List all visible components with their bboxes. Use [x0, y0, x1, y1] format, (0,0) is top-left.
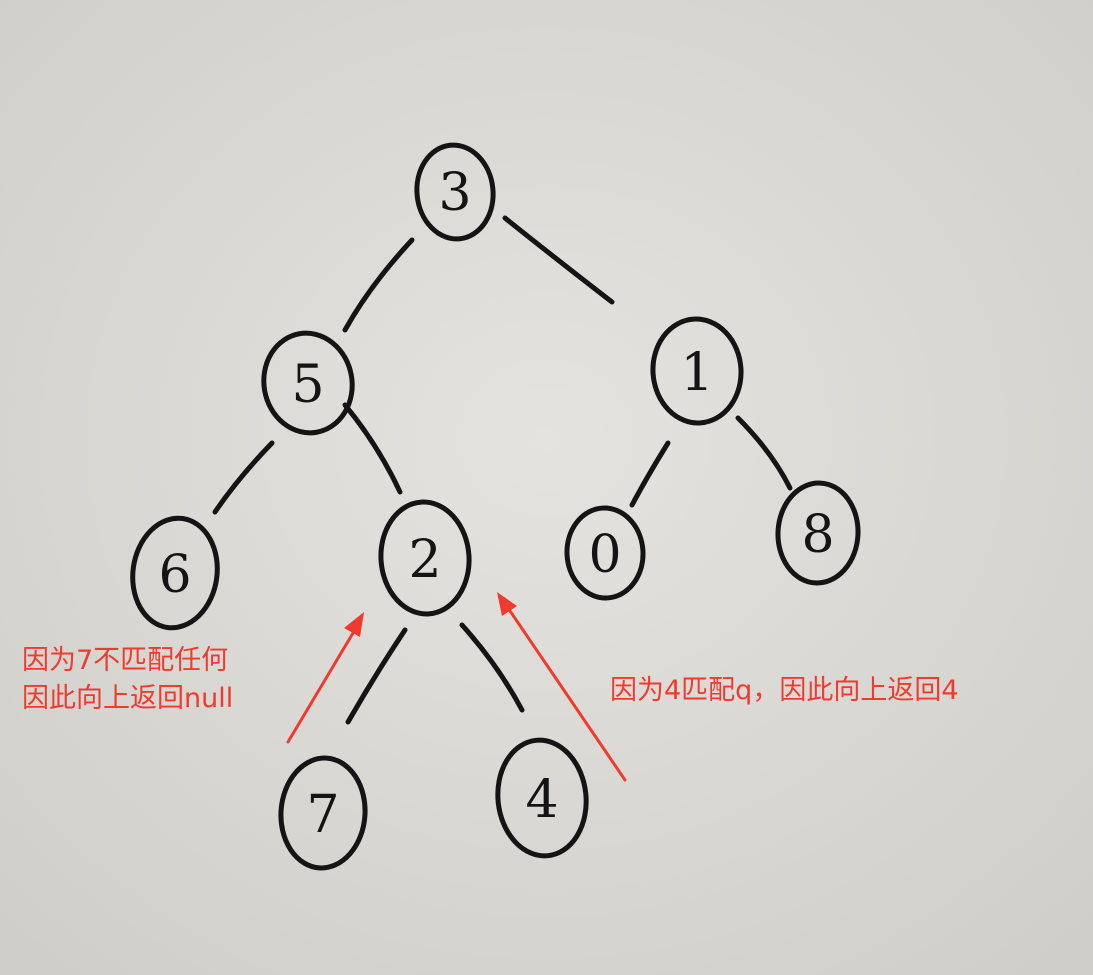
annotation-left-line1: 因为7不匹配任何 — [22, 645, 229, 676]
annotation-right-text: 因为4匹配q，因此向上返回4 — [610, 675, 959, 706]
edge-2-7 — [345, 627, 408, 725]
tree-node-5: 5 — [261, 330, 355, 436]
node-label: 8 — [801, 505, 834, 565]
edge-2-4 — [459, 622, 525, 713]
edge-1-8 — [735, 415, 793, 491]
node-label: 5 — [291, 355, 324, 415]
node-label: 6 — [158, 545, 191, 605]
tree-node-1: 1 — [650, 316, 744, 426]
arrow-right-up-icon — [497, 592, 627, 782]
node-label: 0 — [588, 525, 621, 585]
annotation-arrows — [286, 592, 627, 782]
node-label: 4 — [525, 770, 558, 830]
edge-5-2 — [342, 402, 403, 495]
tree-edges — [212, 215, 793, 725]
tree-node-0: 0 — [564, 505, 646, 601]
edge-1-0 — [629, 440, 671, 508]
tree-node-4: 4 — [495, 737, 589, 859]
node-label: 3 — [438, 163, 471, 223]
tree-node-8: 8 — [775, 480, 861, 586]
annotation-right: 因为4匹配q，因此向上返回4 — [610, 672, 959, 710]
tree-node-2: 2 — [378, 499, 472, 617]
arrow-left-up-icon — [286, 612, 364, 744]
tree-node-3: 3 — [414, 142, 496, 242]
edge-3-5 — [342, 237, 415, 333]
edge-5-6 — [212, 440, 275, 515]
node-label: 2 — [408, 530, 441, 590]
edge-3-1 — [502, 215, 615, 305]
tree-node-6: 6 — [130, 515, 220, 631]
tree-node-7: 7 — [278, 755, 368, 871]
annotation-left-line2: 因此向上返回null — [22, 683, 234, 714]
tree-nodes: 3 5 1 6 2 0 8 7 — [130, 142, 861, 871]
node-label: 1 — [680, 343, 713, 403]
node-label: 7 — [306, 785, 339, 845]
annotation-left: 因为7不匹配任何 因此向上返回null — [22, 642, 233, 718]
